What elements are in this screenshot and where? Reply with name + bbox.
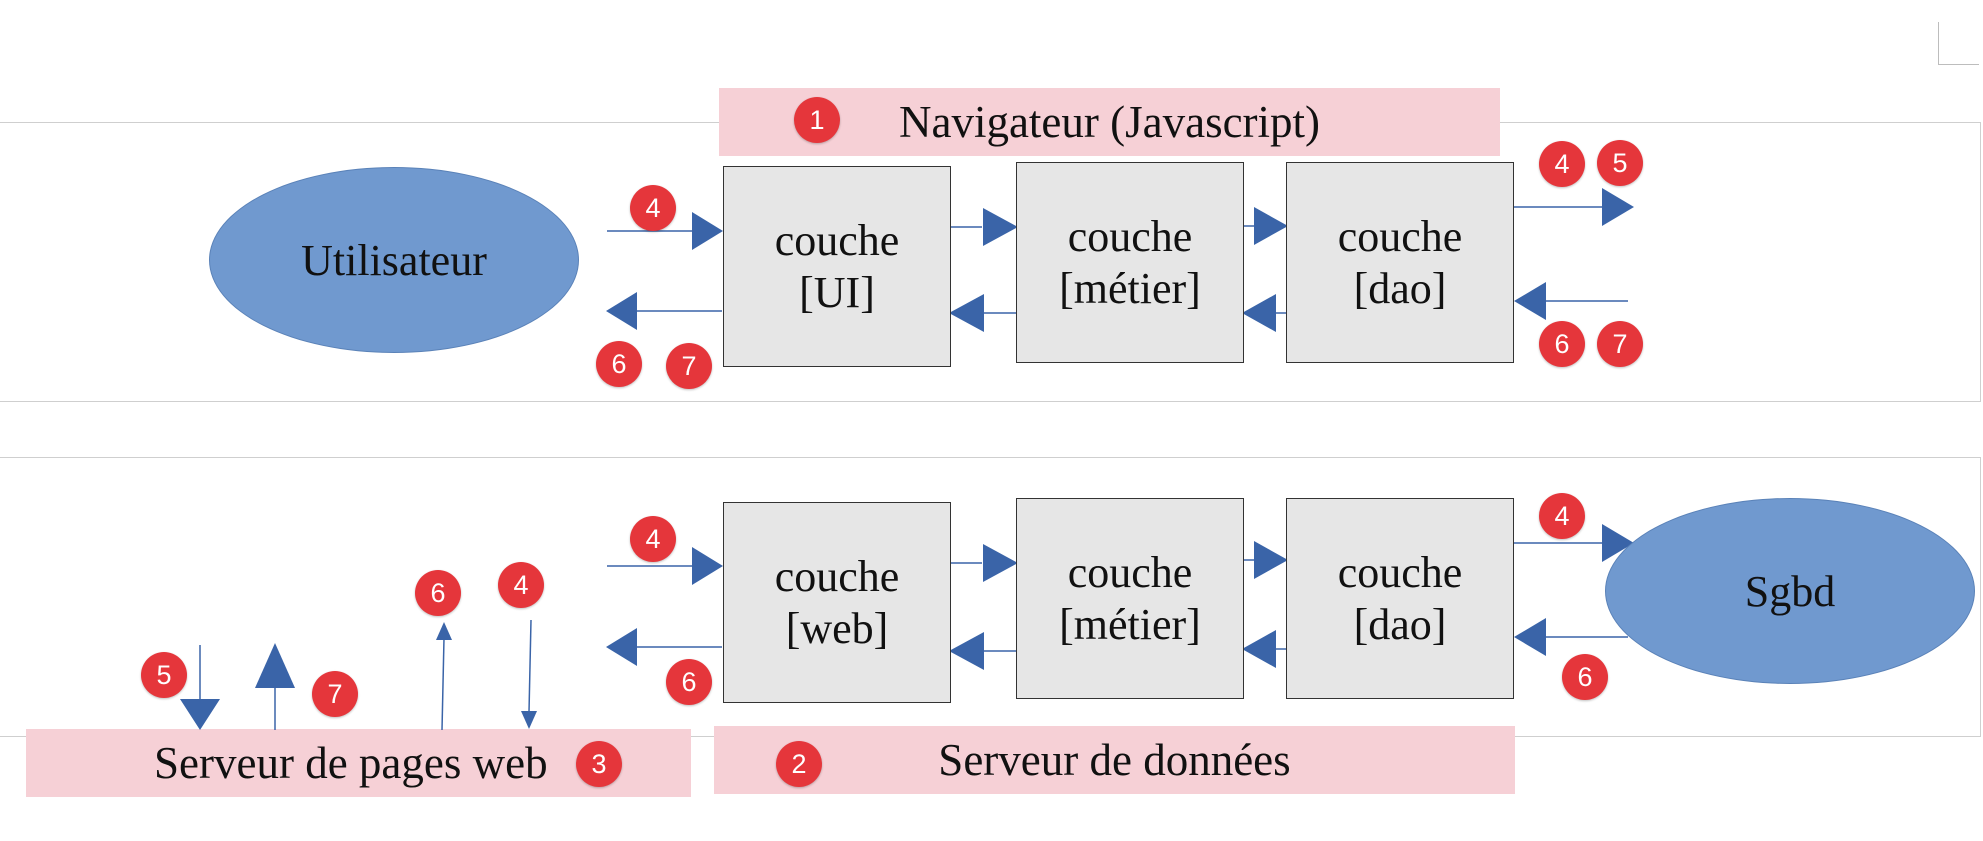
couche-metier-top-box: couche [métier] (1016, 162, 1244, 363)
head-metier-to-ui (949, 294, 984, 332)
couche-metier-bottom-line1: couche (1067, 548, 1193, 598)
couche-metier-bottom-box: couche [métier] (1016, 498, 1244, 699)
head-metier-to-dao-bottom (1254, 541, 1288, 579)
couche-ui-line1: couche (774, 216, 900, 266)
head-dao-to-sgbd (1602, 524, 1634, 562)
head-web-out (606, 628, 637, 666)
couche-dao-top-line2: [dao] (1353, 263, 1447, 313)
head-metier-to-web (949, 632, 984, 670)
head-srv-thin-down (521, 711, 537, 729)
head-srv-up (255, 643, 295, 688)
head-in-to-web (692, 547, 723, 585)
sgbd-ellipse: Sgbd (1605, 498, 1975, 684)
couche-ui-box: couche [UI] (723, 166, 951, 367)
serveur-pages-label-text: Serveur de pages web (154, 738, 548, 788)
step-badge-top-right-in-a: 6 (1539, 321, 1585, 367)
step-badge-2: 2 (776, 741, 822, 787)
page-corner-mark (1938, 22, 1979, 65)
step-badge-top-right-in-b: 7 (1597, 321, 1643, 367)
couche-dao-bottom-line2: [dao] (1353, 599, 1447, 649)
sgbd-label: Sgbd (1744, 566, 1836, 616)
head-srv-thin-up (436, 622, 452, 640)
head-metier-to-dao (1254, 207, 1288, 245)
couche-metier-bottom-line2: [métier] (1059, 599, 1201, 649)
couche-dao-bottom-line1: couche (1337, 548, 1463, 598)
couche-metier-top-line1: couche (1067, 212, 1193, 262)
step-badge-bottom-right-out: 4 (1539, 493, 1585, 539)
couche-web-box: couche [web] (723, 502, 951, 703)
head-dao-to-metier (1242, 294, 1276, 332)
head-user-to-ui (692, 212, 723, 250)
couche-dao-top-box: couche [dao] (1286, 162, 1514, 363)
head-sgbd-to-dao (1514, 618, 1546, 656)
serveur-pages-label: Serveur de pages web (26, 729, 691, 797)
couche-metier-top-line2: [métier] (1059, 263, 1201, 313)
step-badge-srv-4: 4 (498, 562, 544, 608)
head-ui-to-metier (983, 208, 1018, 246)
serveur-donnees-label-text: Serveur de données (938, 735, 1291, 785)
head-in-to-dao-top (1514, 282, 1546, 320)
step-badge-top-right-out-a: 4 (1539, 141, 1585, 187)
step-badge-srv-6: 6 (415, 570, 461, 616)
step-badge-bottom-left-in: 4 (630, 516, 676, 562)
serveur-donnees-label: Serveur de données (714, 726, 1515, 794)
head-web-to-metier (983, 544, 1018, 582)
utilisateur-label: Utilisateur (301, 235, 487, 285)
step-badge-bottom-left-out: 6 (666, 659, 712, 705)
head-dao-out-top (1602, 188, 1634, 226)
head-ui-to-user (606, 292, 637, 330)
step-badge-1: 1 (794, 97, 840, 143)
couche-web-line1: couche (774, 552, 900, 602)
arrow-srv-thin-down (528, 619, 532, 713)
arrow-srv-thin-up (441, 637, 445, 731)
couche-dao-top-line1: couche (1337, 212, 1463, 262)
head-dao-to-metier-bottom (1242, 630, 1276, 668)
step-badge-srv-7: 7 (312, 671, 358, 717)
step-badge-bottom-right-in: 6 (1562, 654, 1608, 700)
couche-dao-bottom-box: couche [dao] (1286, 498, 1514, 699)
step-badge-top-left-in: 4 (630, 185, 676, 231)
couche-ui-line2: [UI] (799, 267, 875, 317)
navigateur-label: Navigateur (Javascript) (719, 88, 1500, 156)
step-badge-top-right-out-b: 5 (1597, 140, 1643, 186)
step-badge-top-left-out-b: 7 (666, 343, 712, 389)
head-srv-down (180, 699, 220, 730)
step-badge-3: 3 (576, 741, 622, 787)
step-badge-top-left-out-a: 6 (596, 341, 642, 387)
step-badge-srv-5: 5 (141, 652, 187, 698)
utilisateur-ellipse: Utilisateur (209, 167, 579, 353)
couche-web-line2: [web] (785, 603, 889, 653)
navigateur-label-text: Navigateur (Javascript) (898, 97, 1321, 147)
